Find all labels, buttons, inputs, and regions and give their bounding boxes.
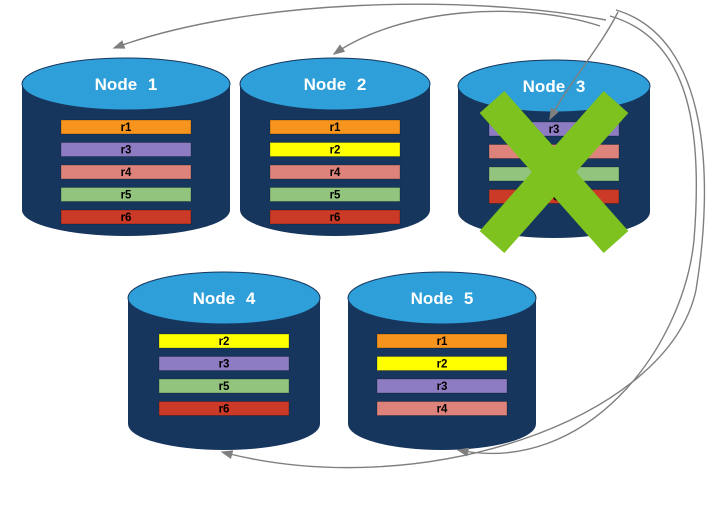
db-node-4: Node 4 r2 r3 r5 r6	[127, 271, 321, 450]
node-2-shard-r5-label: r5	[330, 190, 341, 202]
overlay-layer	[479, 91, 629, 253]
node-5-cylinder-top	[347, 271, 537, 325]
node-2-shard-r4-label: r4	[330, 167, 341, 179]
node-5-shard-r4-label: r4	[437, 404, 448, 416]
arrow-node3-to-node4	[220, 9, 706, 469]
node-4-shard-r5-label: r5	[219, 381, 230, 393]
db-node-2: Node 2 r1 r2 r4 r5 r6	[239, 57, 431, 236]
node-4-title: Node 4	[193, 289, 256, 308]
arrows-layer	[112, 3, 706, 469]
node-5-shard-r2	[376, 356, 508, 371]
node-4-shard-r3	[158, 356, 290, 371]
node-5-shard-r4	[376, 401, 508, 416]
node-2-title: Node 2	[304, 75, 367, 94]
db-node-5: Node 5 r1 r2 r3 r4	[347, 271, 537, 450]
node-1-shard-r3-label: r3	[121, 145, 132, 157]
node-4-shard-r6-label: r6	[219, 404, 230, 416]
node-3-title: Node 3	[523, 77, 586, 96]
node-5-shard-r3	[376, 378, 508, 394]
node-1-shard-r6	[60, 209, 192, 225]
db-node-1: Node 1 r1 r3 r4 r5 r6	[21, 57, 231, 236]
node-4-shard-r2-label: r2	[219, 336, 230, 348]
node-2-shard-r6	[269, 209, 401, 225]
node-3-shard-r3-label: r3	[549, 124, 560, 136]
node-1-shard-r5-label: r5	[121, 190, 132, 202]
node-1-title: Node 1	[95, 75, 158, 94]
node-2-shard-r6-label: r6	[330, 212, 341, 224]
node-2-shard-r5	[269, 187, 401, 202]
node-3-shard-r6-label: r6	[549, 192, 560, 204]
node-5-shard-r1-label: r1	[437, 336, 448, 348]
node-2-shard-r1-label: r1	[330, 122, 341, 134]
node-1-shard-r1	[60, 119, 192, 135]
failure-x-node-3	[479, 91, 629, 253]
node-4-shard-r3-label: r3	[219, 359, 230, 371]
arrow-node3-to-node5	[456, 15, 698, 457]
node-4-shard-r5	[158, 378, 290, 394]
node-1-shard-r6-label: r6	[121, 212, 132, 224]
arrow-into-node3-r3	[549, 11, 619, 121]
node-1-shard-r1-label: r1	[121, 122, 132, 134]
node-4-cylinder-top	[127, 271, 321, 325]
node-5-shard-r3-label: r3	[437, 381, 448, 393]
node-1-shard-r4-label: r4	[121, 167, 132, 179]
node-2-shard-r2-label: r2	[330, 145, 341, 157]
node-1-shard-r5	[60, 187, 192, 202]
failure-x-stroke-2	[479, 91, 629, 253]
node-1-shard-r3	[60, 142, 192, 157]
node-4-shard-r6	[158, 401, 290, 416]
arrow-node3-to-node1	[112, 3, 607, 49]
node-2-cylinder-top	[239, 57, 431, 111]
arrow-node3-to-node2	[332, 10, 601, 55]
node-5-shard-r2-label: r2	[437, 359, 448, 371]
node-4-shard-r2	[158, 333, 290, 349]
node-1-shard-r4	[60, 164, 192, 180]
nodes-layer: Node 1 r1 r3 r4 r5 r6 Node 2 r1 r2 r4 r5 r6 Node 3 r3…	[21, 57, 651, 450]
node-2-shard-r2	[269, 142, 401, 157]
node-1-cylinder-top	[21, 57, 231, 111]
node-2-shard-r4	[269, 164, 401, 180]
node-2-shard-r1	[269, 119, 401, 135]
node-5-shard-r1	[376, 333, 508, 349]
node-5-title: Node 5	[411, 289, 474, 308]
